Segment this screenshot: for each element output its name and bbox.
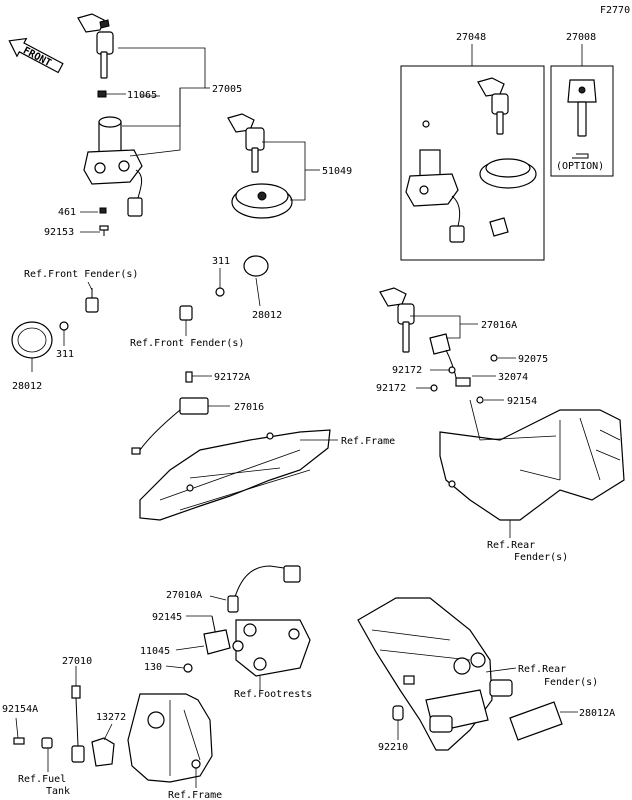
ref-rear-fender-1-line1: Ref.Rear (487, 540, 535, 551)
part-92210-label: 92210 (378, 742, 408, 753)
part-27010-label: 27010 (62, 656, 92, 667)
ref-front-fender-top-label: Ref.Front Fender(s) (24, 269, 138, 280)
part-311-top-label: 311 (212, 256, 230, 267)
reflector-28012-top-icon (179, 255, 269, 321)
ignition-switch-27005-icon (83, 90, 143, 236)
part-27010A-label: 27010A (166, 590, 202, 601)
ref-fuel-tank-line2: Tank (46, 786, 70, 797)
part-13272-label: 13272 (96, 712, 126, 723)
leader-27005 (118, 47, 206, 127)
part-92153-label: 92153 (44, 227, 74, 238)
part-28012-top-label: 28012 (252, 310, 282, 321)
frame-bottom-icon (127, 693, 213, 783)
part-27008-label: 27008 (566, 32, 596, 43)
reflector-28012A-icon (509, 701, 563, 741)
ref-footrests-label: Ref.Footrests (234, 689, 312, 700)
part-92172-b-label: 92172 (376, 383, 406, 394)
option-key-27008-icon (567, 79, 597, 159)
kit-27048-contents-icon (405, 77, 537, 243)
front-direction-arrow: FRONT (8, 37, 64, 74)
part-92075-label: 92075 (518, 354, 548, 365)
part-92172A-label: 92172A (214, 372, 250, 383)
part-27048-label: 27048 (456, 32, 486, 43)
part-92154-label: 92154 (507, 396, 537, 407)
part-130-label: 130 (144, 662, 162, 673)
ref-rear-fender-2-line1: Ref.Rear (518, 664, 566, 675)
option-label: (OPTION) (556, 161, 604, 172)
part-92145-label: 92145 (152, 612, 182, 623)
rear-fender-upper-icon (439, 409, 625, 521)
part-92172-a-label: 92172 (392, 365, 422, 376)
footrest-bracket-icon (232, 619, 311, 677)
part-11065-label: 11065 (127, 90, 157, 101)
part-51049-label: 51049 (322, 166, 352, 177)
ref-front-fender-mid-label: Ref.Front Fender(s) (130, 338, 244, 349)
bolt-92210-icon (392, 705, 404, 721)
part-311-left-label: 311 (56, 349, 74, 360)
part-28012-left-label: 28012 (12, 381, 42, 392)
part-92154A-label: 92154A (2, 704, 38, 715)
part-32074-label: 32074 (498, 372, 528, 383)
key-top-left-icon (77, 13, 114, 79)
key-51049-icon (227, 113, 265, 173)
kit-27048-box (400, 65, 545, 261)
sensor-27016A-icon (429, 333, 498, 404)
reflector-bolt-left-icon (85, 288, 99, 313)
sensor-27016-icon (131, 371, 209, 455)
ref-frame-bottom-label: Ref.Frame (168, 790, 222, 800)
cap-51049-icon (231, 183, 293, 219)
switch-27010-icon (13, 685, 115, 767)
figure-code: F2770 (600, 5, 630, 16)
frame-mid-icon (139, 429, 331, 521)
key-27016A-icon (379, 287, 415, 353)
part-461-label: 461 (58, 207, 76, 218)
part-27016-label: 27016 (234, 402, 264, 413)
ref-fuel-tank-line1: Ref.Fuel (18, 774, 66, 785)
ref-rear-fender-2-line2: Fender(s) (544, 677, 598, 688)
part-27016A-label: 27016A (481, 320, 517, 331)
part-27005-label: 27005 (212, 84, 242, 95)
rear-fender-lower-icon (357, 597, 513, 751)
ref-rear-fender-1-line2: Fender(s) (514, 552, 568, 563)
front-arrow-label: FRONT (21, 45, 53, 69)
ref-frame-mid-label: Ref.Frame (341, 436, 395, 447)
part-28012A-label: 28012A (579, 708, 615, 719)
part-11045-label: 11045 (140, 646, 170, 657)
